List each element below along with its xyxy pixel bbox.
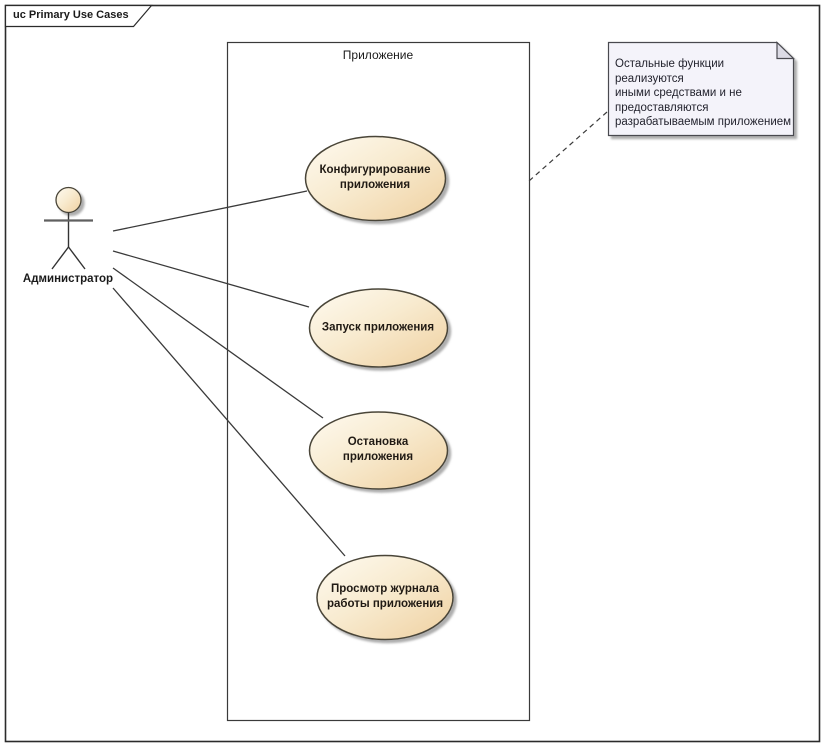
use-case-log[interactable] bbox=[316, 554, 454, 641]
actor-leg-right bbox=[67, 246, 86, 270]
note-body bbox=[607, 41, 795, 137]
actor-head bbox=[55, 186, 82, 214]
use-case-stop[interactable] bbox=[308, 411, 449, 490]
note-fold-icon bbox=[776, 41, 795, 60]
association-line-log[interactable] bbox=[112, 287, 346, 557]
actor-icon[interactable] bbox=[44, 186, 93, 270]
association-line-configure[interactable] bbox=[112, 190, 308, 232]
use-case-start[interactable] bbox=[308, 288, 449, 368]
frame-title-tab bbox=[4, 4, 153, 28]
association-line-stop[interactable] bbox=[112, 267, 324, 419]
association-line-start[interactable] bbox=[112, 250, 310, 308]
association-lines bbox=[112, 190, 346, 557]
actor-leg-left bbox=[51, 246, 70, 270]
note[interactable] bbox=[607, 41, 795, 137]
use-case-configure[interactable] bbox=[304, 135, 447, 222]
